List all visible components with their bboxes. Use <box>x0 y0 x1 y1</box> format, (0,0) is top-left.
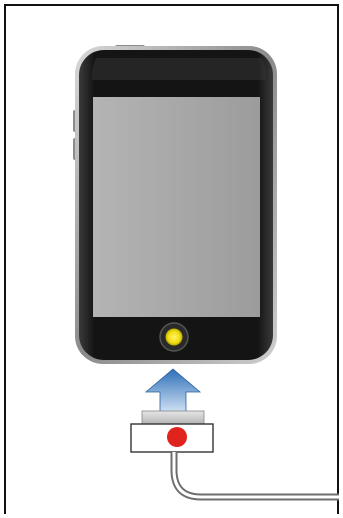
usb-cable-icon <box>174 452 339 497</box>
device-screen <box>93 97 260 317</box>
connector-dot-icon <box>167 427 187 447</box>
ipod-touch-icon <box>73 45 277 364</box>
up-arrow-icon <box>146 369 200 412</box>
home-button-icon <box>160 323 188 351</box>
dock-connector-icon <box>131 411 213 452</box>
